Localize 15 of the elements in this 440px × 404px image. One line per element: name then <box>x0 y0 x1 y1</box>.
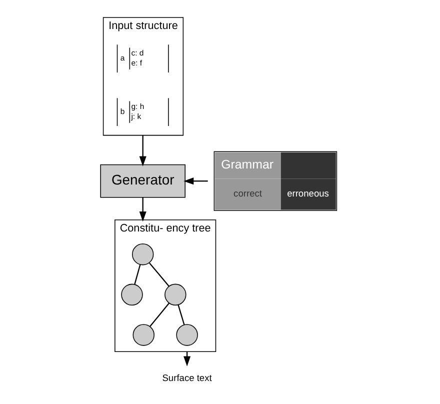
node-circle <box>164 284 186 306</box>
node-text: Surface text <box>162 373 212 384</box>
arrow <box>139 135 146 166</box>
cluster: Constitu- ency tree <box>114 219 216 352</box>
node-circle <box>176 324 198 346</box>
node-circle <box>132 324 154 346</box>
node-circle <box>121 284 143 306</box>
connector <box>134 264 141 284</box>
connector <box>150 302 170 327</box>
node-box: Generator <box>100 164 186 198</box>
arrow <box>139 197 146 222</box>
connector <box>149 262 170 287</box>
arrow <box>184 178 208 185</box>
connector <box>178 304 185 325</box>
node-circle <box>132 243 154 266</box>
